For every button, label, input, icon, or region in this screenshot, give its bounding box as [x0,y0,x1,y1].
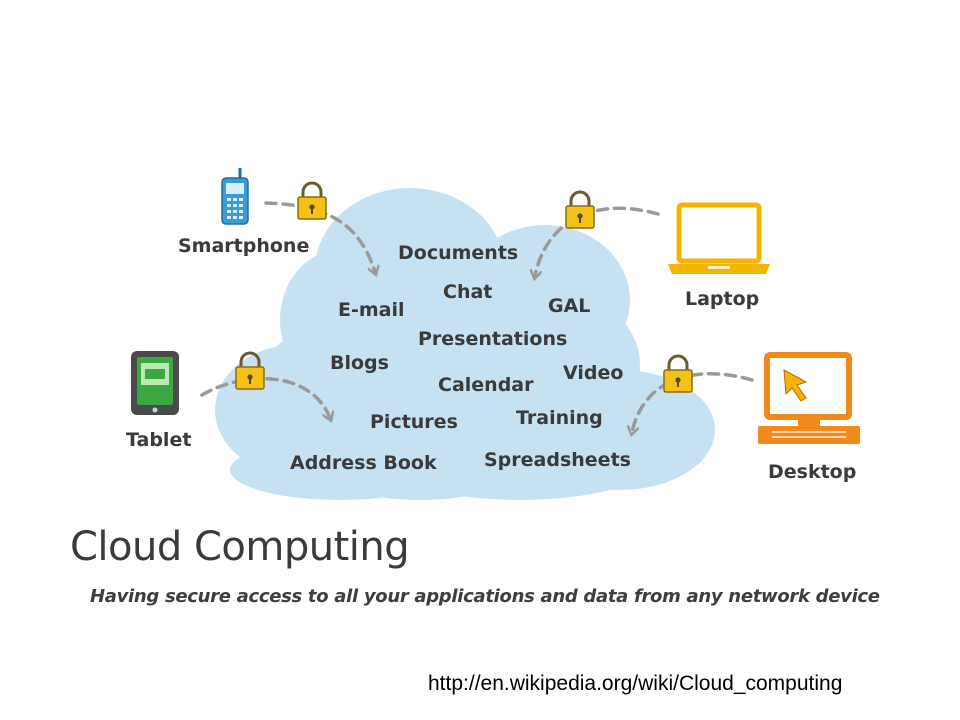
service-presentations: Presentations [418,328,567,350]
service-video: Video [563,362,623,384]
desktop-label: Desktop [768,461,856,483]
service-calendar: Calendar [438,374,534,396]
laptop-icon [668,202,770,274]
diagram-title: Cloud Computing [70,524,410,570]
service-gal: GAL [548,295,590,317]
service-documents: Documents [398,242,518,264]
service-pictures: Pictures [370,411,458,433]
laptop-label: Laptop [685,288,759,310]
service-chat: Chat [443,281,492,303]
tablet-connector-arrow [200,376,330,418]
tablet-label: Tablet [126,429,191,451]
service-blogs: Blogs [330,352,389,374]
desktop-padlock-icon [662,354,694,394]
cloud-shape [215,188,715,500]
smartphone-padlock-icon [296,181,328,221]
smartphone-connector-arrow [264,201,375,272]
diagram-subtitle: Having secure access to all your applica… [90,586,880,607]
service-spreadsheets: Spreadsheets [484,449,631,471]
source-url-link[interactable]: http://en.wikipedia.org/wiki/Cloud_compu… [428,672,843,695]
service-email: E-mail [338,299,405,321]
service-training: Training [516,407,603,429]
service-address-book: Address Book [290,452,437,474]
smartphone-icon [221,168,249,225]
desktop-icon [758,352,860,444]
laptop-padlock-icon [564,190,596,230]
tablet-icon [131,351,179,415]
smartphone-label: Smartphone [178,235,309,257]
